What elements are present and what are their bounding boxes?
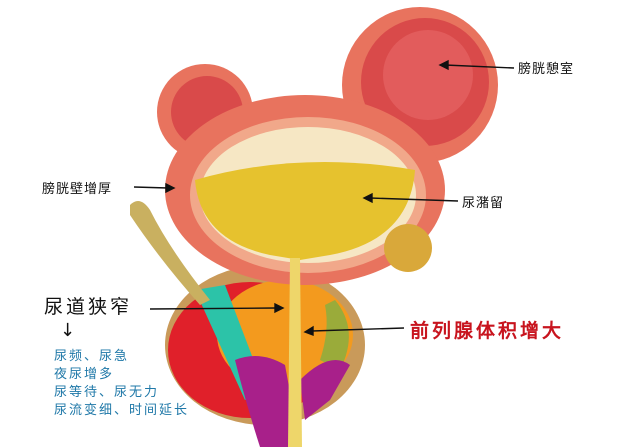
seminal-purple [235, 356, 300, 447]
label-wall-thickening: 膀胱壁增厚 [42, 182, 113, 197]
label-prostate-enlargement: 前列腺体积增大 [410, 320, 565, 342]
label-urine-retention: 尿潴留 [462, 196, 505, 211]
symptom-list: 尿频、尿急 夜尿增多 尿等待、尿无力 尿流变细、时间延长 [54, 348, 189, 420]
label-diverticulum: 膀胱憩室 [518, 62, 575, 77]
label-urethral-stricture: 尿道狭窄 [44, 296, 133, 318]
symptom-item: 尿等待、尿无力 [54, 385, 160, 400]
ureter [130, 201, 210, 305]
right-diverticulum-inner [383, 30, 473, 120]
symptom-item: 尿频、尿急 [54, 349, 130, 364]
small-mass [384, 224, 432, 272]
urethra [288, 258, 302, 447]
symptom-item: 尿流变细、时间延长 [54, 403, 190, 418]
seminal-purple-right [300, 360, 350, 420]
urine [195, 162, 415, 260]
down-arrow-icon: ↓ [60, 320, 76, 341]
prostate-green-lobe [320, 300, 349, 370]
pointer-arrows [133, 59, 515, 337]
symptom-item: 夜尿增多 [54, 367, 115, 382]
